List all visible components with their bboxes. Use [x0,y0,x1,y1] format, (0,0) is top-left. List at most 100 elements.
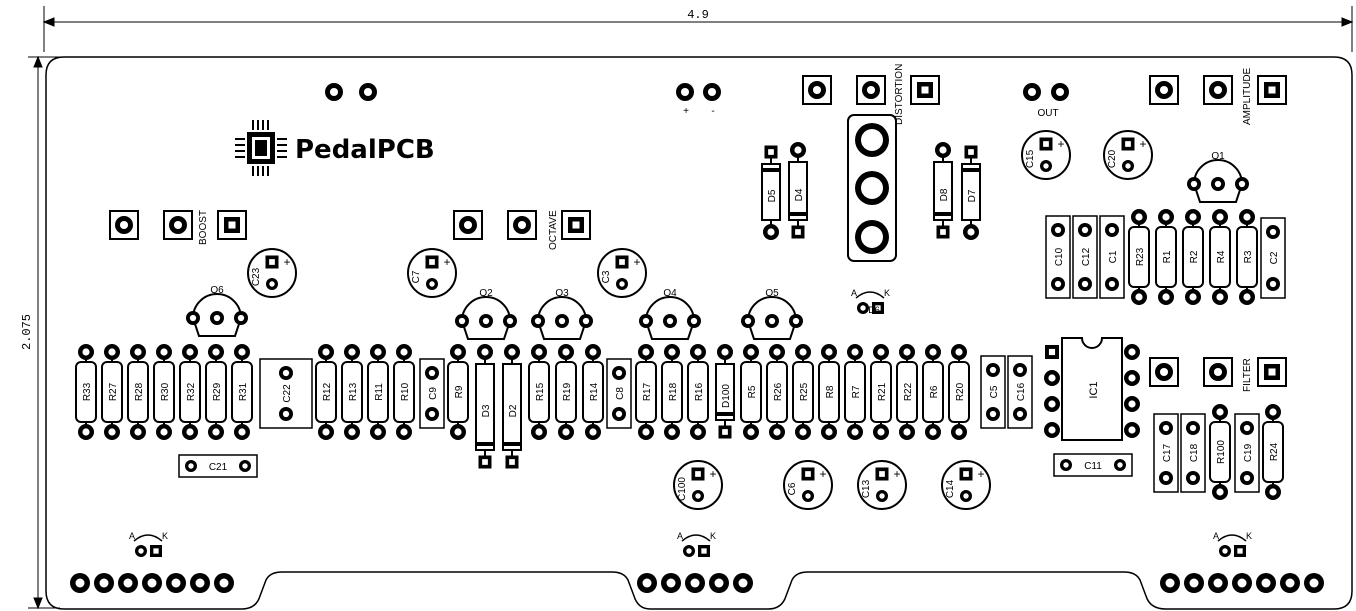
diode-label: D4 [794,188,805,201]
resistor-label: R19 [562,382,573,401]
footswitch-pads-center [637,573,753,593]
resistor-label: R16 [694,382,705,401]
electrolytic-c7: +C7 [407,248,457,298]
resistor-r6: R6 [922,344,944,440]
capacitor-label: C12 [1081,247,1092,266]
resistor-r31: R31 [231,344,253,440]
electrolytic-label: C13 [861,479,872,498]
resistor-r1: R1 [1155,209,1177,305]
resistor-r3: R3 [1236,209,1258,305]
resistor-label: R10 [400,382,411,401]
potentiometer-distortion [802,75,940,105]
resistor-r18: R18 [661,344,683,440]
ic-chip: IC1 [1044,337,1140,441]
resistor-r2: R2 [1182,209,1204,305]
capacitor-c1: C1 [1099,215,1125,299]
transistor-q2: Q2 [455,288,517,340]
diode-d100: D100 [715,344,735,439]
resistor-r29: R29 [205,344,227,440]
transistor-q5: Q5 [741,288,803,340]
capacitor-label: C16 [1016,382,1027,401]
resistor-r28: R28 [127,344,149,440]
resistor-r16: R16 [687,344,709,440]
resistor-label: R3 [1243,250,1254,263]
power-header-pad [676,83,694,101]
chip-logo-icon [235,120,287,176]
resistor-label: R9 [454,385,465,398]
diode-d5: D5 [761,145,781,240]
capacitor-c17: C17 [1153,413,1179,493]
resistor-r25: R25 [792,344,814,440]
capacitor-label: C19 [1243,443,1254,462]
capacitor-c10: C10 [1045,215,1071,299]
potentiometer-filter [1149,357,1287,387]
capacitor-c21: C21 [178,454,258,478]
electrolytic-c14: + C14 [941,460,991,510]
width-label: 4.9 [687,8,709,22]
capacitor-label: C18 [1189,443,1200,462]
header-pad [325,83,343,101]
electrolytic-label: C14 [945,479,956,498]
resistor-label: R25 [799,382,810,401]
resistor-label: R24 [1269,442,1280,461]
diode-label: D7 [967,189,978,202]
resistor-label: R15 [535,382,546,401]
anode-label: A [129,531,135,541]
ic-label: IC1 [1088,381,1100,398]
diode-label: D100 [721,384,732,408]
resistor-label: R23 [1135,247,1146,266]
resistor-r11: R11 [367,344,389,440]
transistor-q3: Q3 [531,288,593,340]
resistor-label: R32 [186,382,197,401]
resistor-r15: R15 [528,344,550,440]
resistor-label: R18 [668,382,679,401]
resistor-label: R8 [825,385,836,398]
electrolytic-label: C3 [601,270,612,283]
power-header-pad [703,83,721,101]
resistor-r32: R32 [179,344,201,440]
transistor-q1: Q1 [1187,151,1249,203]
transistor-q6: Q6 [186,285,248,337]
diode-label: D3 [481,404,492,417]
output-header-pad [1023,83,1041,101]
plus-sign: + [1057,137,1064,151]
out-label: OUT [1037,108,1058,119]
transistor-label: Q4 [663,288,677,299]
resistor-label: R27 [108,382,119,401]
electrolytic-c13: +C13 [857,460,907,510]
resistor-r24: R24 [1262,404,1284,500]
brand-logo-text: PedalPCB [295,135,435,165]
capacitor-c5: C5 [980,355,1006,429]
capacitor-label: C10 [1054,247,1065,266]
height-dimension [28,55,60,610]
resistor-label: R33 [82,382,93,401]
capacitor-c12: C12 [1072,215,1098,299]
resistor-label: R20 [955,382,966,401]
electrolytic-c23: +C23 [247,248,297,298]
diode-d3: D3 [475,344,495,469]
potentiometer-boost [109,210,247,240]
electrolytic-c3: +C3 [597,248,647,298]
transistor-label: Q5 [765,288,779,299]
resistor-r20: R20 [948,344,970,440]
plus-sign: + [977,467,984,481]
capacitor-label: C17 [1162,443,1173,462]
boost-label: BOOST [198,210,209,245]
capacitor-label: C1 [1108,250,1119,263]
anode-label: A [677,531,683,541]
width-dimension [42,6,1354,52]
board-outline [45,56,1353,610]
resistor-r4: R4 [1209,209,1231,305]
capacitor-c22: C22 [259,358,313,429]
distortion-label: DISTORTION [894,64,905,125]
capacitor-label: C22 [282,384,293,403]
resistor-r19: R19 [555,344,577,440]
resistor-label: R12 [322,382,333,401]
diode-label: D5 [767,189,778,202]
resistor-label: R22 [903,382,914,401]
power-minus-label: - [711,106,714,117]
